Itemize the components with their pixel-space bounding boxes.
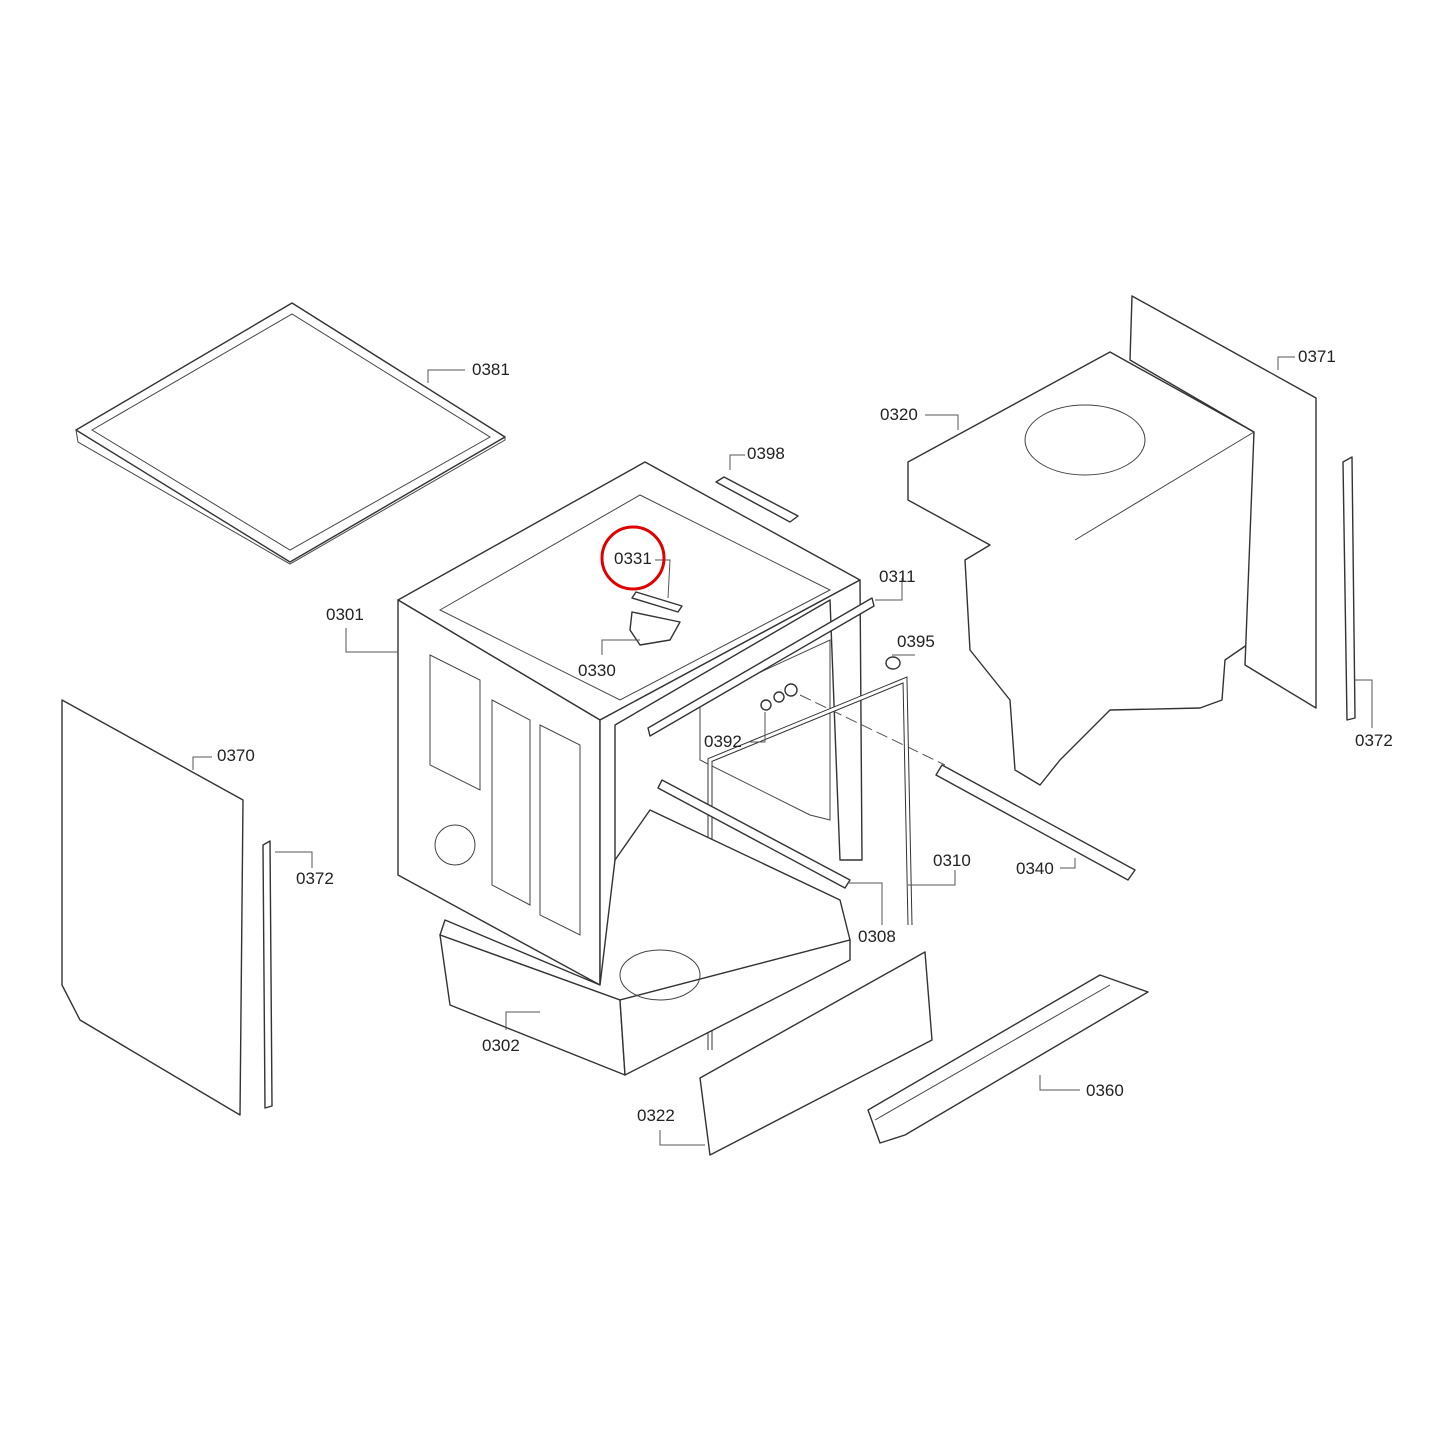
part-0311-strip[interactable] xyxy=(647,597,875,737)
part-0381-cover[interactable] xyxy=(75,302,506,565)
part-0308-rail[interactable] xyxy=(657,779,851,889)
label-0331[interactable]: 0331 xyxy=(614,549,652,568)
part-0372-strip-right[interactable] xyxy=(1342,456,1356,721)
leader-lines xyxy=(192,356,1373,1146)
highlight-circle xyxy=(600,525,666,591)
label-0340[interactable]: 0340 xyxy=(1016,859,1054,878)
part-0322-plinth[interactable] xyxy=(699,951,933,1156)
part-0371-side-panel[interactable] xyxy=(1129,295,1317,709)
part-0370-side-panel[interactable] xyxy=(61,699,244,1116)
label-0308[interactable]: 0308 xyxy=(858,927,896,946)
label-0301[interactable]: 0301 xyxy=(326,605,364,624)
label-0372-right[interactable]: 0372 xyxy=(1355,731,1393,750)
label-0322[interactable]: 0322 xyxy=(637,1106,675,1125)
label-0311[interactable]: 0311 xyxy=(879,567,916,586)
label-0372-left[interactable]: 0372 xyxy=(296,869,334,888)
label-0330[interactable]: 0330 xyxy=(578,661,616,680)
label-0371[interactable]: 0371 xyxy=(1298,347,1336,366)
part-0395-plug[interactable] xyxy=(885,656,901,670)
label-0398[interactable]: 0398 xyxy=(747,444,785,463)
label-0370[interactable]: 0370 xyxy=(217,746,255,765)
part-0392-fittings[interactable] xyxy=(760,683,798,711)
part-0398-bracket[interactable] xyxy=(715,476,799,523)
label-0320[interactable]: 0320 xyxy=(880,405,918,424)
label-0381[interactable]: 0381 xyxy=(472,360,510,379)
part-0330-hinge[interactable] xyxy=(629,611,681,646)
part-0340-rod[interactable] xyxy=(935,764,1136,881)
label-0360[interactable]: 0360 xyxy=(1086,1081,1124,1100)
label-0310[interactable]: 0310 xyxy=(933,851,971,870)
label-0395[interactable]: 0395 xyxy=(897,632,935,651)
part-0302-base[interactable] xyxy=(439,809,851,1076)
part-0331-latch[interactable] xyxy=(631,591,683,613)
part-0360-cover-strip[interactable] xyxy=(867,974,1149,1144)
part-0372-strip-left[interactable] xyxy=(262,840,273,1109)
label-0392[interactable]: 0392 xyxy=(704,732,742,751)
part-0320-insulation[interactable] xyxy=(907,351,1255,786)
label-0302[interactable]: 0302 xyxy=(482,1036,520,1055)
